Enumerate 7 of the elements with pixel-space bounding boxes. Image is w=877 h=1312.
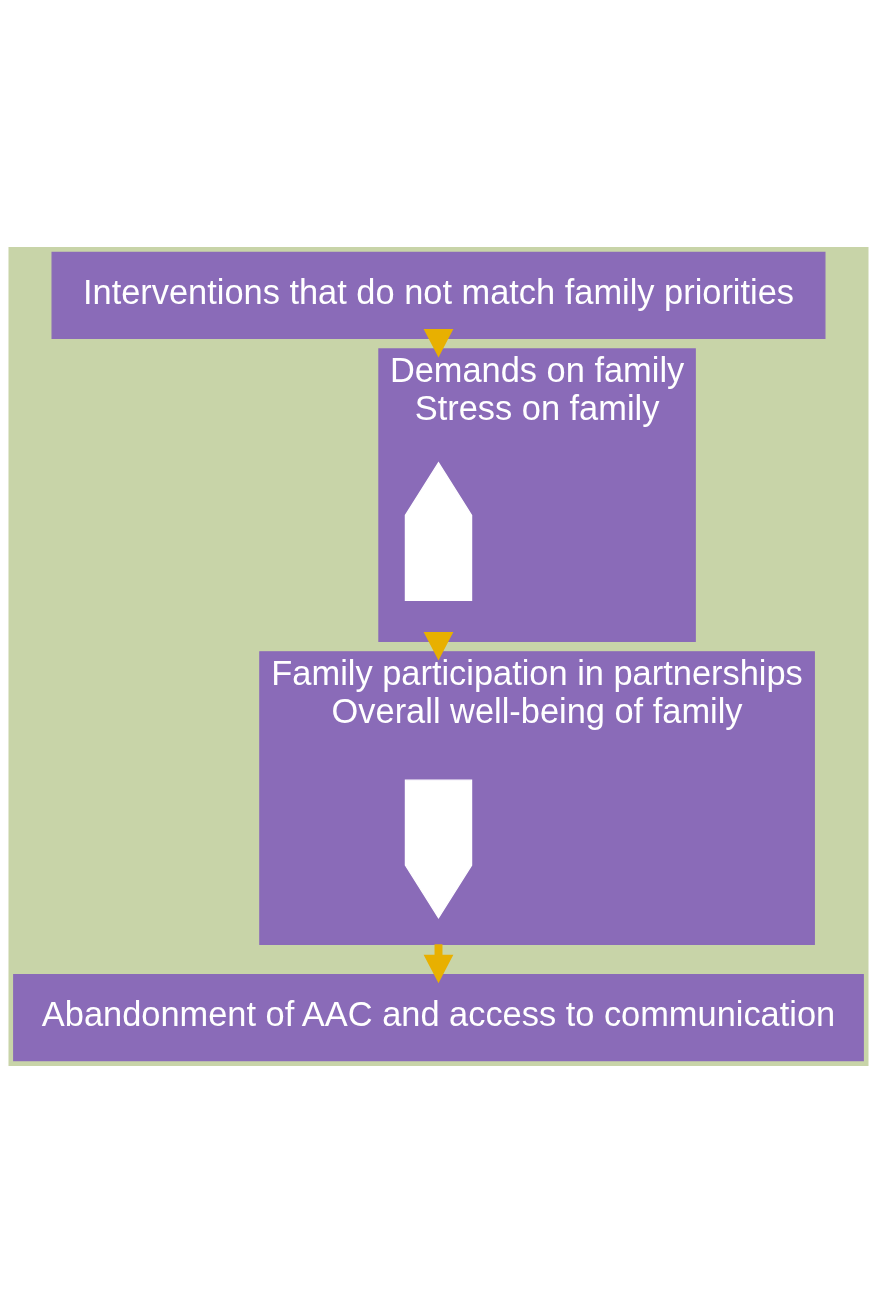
arrow: [423, 328, 454, 357]
arrow: [423, 631, 454, 660]
node-uparrow: [404, 460, 473, 601]
node-downarrow: [404, 779, 473, 919]
cluster: Family participation in partnerships Overall well-being of family: [259, 650, 815, 945]
node-box: Abandonment of AAC and access to communication: [13, 973, 864, 1061]
cluster: Demands on family Stress on family: [378, 347, 696, 642]
